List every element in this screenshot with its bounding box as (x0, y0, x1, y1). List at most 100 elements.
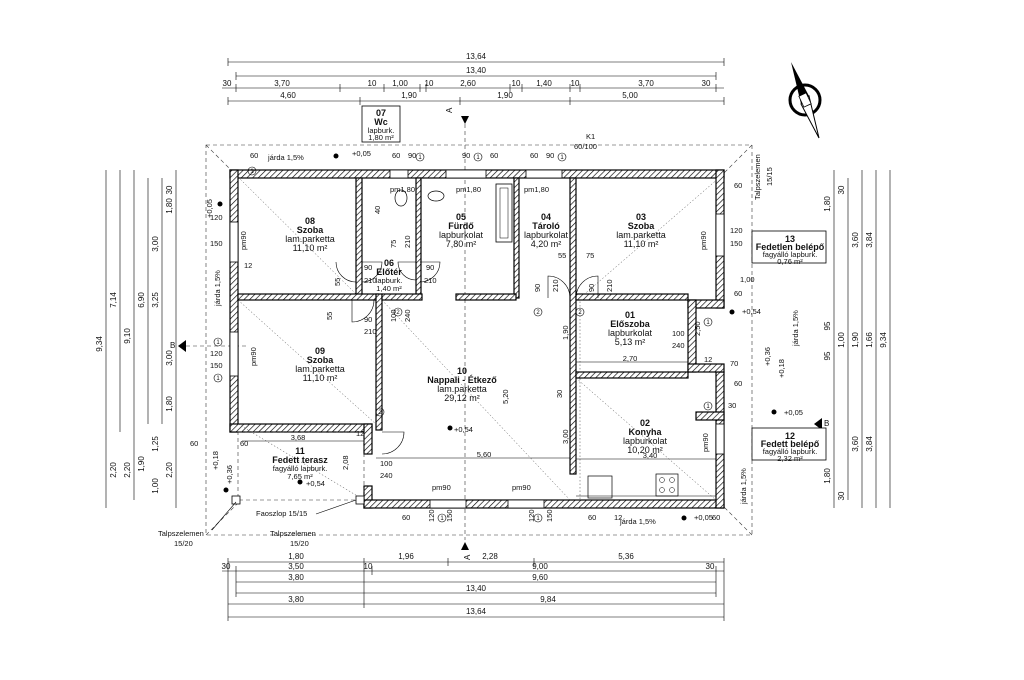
d-240-a: 240 (403, 309, 412, 322)
d-60-i: 60 (240, 439, 248, 448)
d-210-a: 210 (364, 276, 377, 285)
right-dimension-chains: 1,80 1,80 95 95 1,66 1,90 1,00 30 30 3,6… (823, 170, 891, 508)
pm90-room09: pm90 (249, 347, 258, 366)
dim-overall-outer: 13,64 (466, 52, 487, 61)
room-08-num: 08 (305, 216, 315, 226)
room-09-label: 09 Szoba lam.parketta 11,10 m² (295, 346, 345, 383)
section-b-right-label: B (824, 419, 829, 428)
room-09-name: Szoba (307, 355, 334, 365)
section-marker-a-top: A (445, 107, 469, 540)
dim-bot-r1-0: 1,80 (288, 552, 304, 561)
d-120-a: 120 (210, 213, 223, 222)
dim-bot-r2-0: 30 (222, 562, 231, 571)
room-04-area: 4,20 m² (531, 239, 562, 249)
room-08-finish: lam.parketta (285, 234, 335, 244)
d-190-mid: 1,90 (561, 325, 570, 340)
d-90-d: 90 (533, 284, 542, 292)
dim-bot-r2-2: 10 (364, 562, 373, 571)
d-120-e: 120 (527, 509, 536, 522)
d-90-a: 90 (364, 263, 372, 272)
dim-top-r1-6: 10 (512, 79, 521, 88)
dim-top-r1-5: 2,60 (460, 79, 476, 88)
d-150-e: 150 (545, 509, 554, 522)
dim-left-e2: 3,00 (151, 236, 160, 252)
dim-bot-r5-1: 9,84 (540, 595, 556, 604)
room-03-num: 03 (636, 212, 646, 222)
axis-circle-1i: 1 (440, 516, 444, 522)
axis-circle-2c: 2 (578, 310, 582, 316)
d-40: 40 (373, 206, 382, 214)
left-dimension-chains: 9,34 7,14 9,10 6,90 3,25 30 1,80 3,00 3,… (95, 170, 177, 508)
dim-right-c: 3,60 (851, 232, 860, 248)
dim-bot-r3-1: 9,60 (532, 573, 548, 582)
d-55-a: 55 (558, 251, 566, 260)
dim-top-r1-8: 10 (571, 79, 580, 88)
axis-circle-1f: 1 (216, 376, 220, 382)
d-100-c: 100 (380, 459, 393, 468)
d-60-a: 60 (250, 151, 258, 160)
dim-right-e3: 95 (823, 351, 832, 360)
dim-top-r1-9: 3,70 (638, 79, 654, 88)
pm180-wc: pm1,80 (390, 185, 415, 194)
axis-circle-1c: 1 (476, 155, 480, 161)
d-60-l: 60 (712, 513, 720, 522)
d-12-c: 12 (704, 355, 712, 364)
dim-right-e4: 1,66 (865, 332, 874, 348)
section-marker-b-right: B (814, 418, 829, 430)
d-100-a: 100 (389, 309, 398, 322)
dim-right-e0: 1,80 (823, 196, 832, 212)
dim-bot-r1-3: 5,36 (618, 552, 634, 561)
jarda-top: járda 1,5% (267, 153, 304, 162)
dim-right-e6: 1,00 (837, 332, 846, 348)
dim-top-r2-0: 4,60 (280, 91, 296, 100)
dim-top-r2-1: 1,90 (401, 91, 417, 100)
axis-circle-1a: 1 (250, 169, 254, 175)
d-150-c: 150 (730, 239, 743, 248)
fixtures (394, 183, 716, 499)
d-55-b: 55 (333, 278, 342, 286)
d-250: 2,50 (693, 321, 702, 336)
room-01-finish: lapburkolat (608, 328, 653, 338)
doors (335, 261, 599, 455)
dim-left-e7: 1,00 (151, 478, 160, 494)
level-left-036: +0,36 (225, 465, 234, 484)
level-terrace-054: +0,54 (306, 479, 325, 488)
room-diagonals (237, 299, 717, 501)
dim-bot-r5-0: 3,80 (288, 595, 304, 604)
dim-left-overall: 9,34 (95, 336, 104, 352)
room-03-area: 11,10 m² (624, 239, 659, 249)
room-04-num: 04 (541, 212, 551, 222)
d-150-d: 150 (445, 509, 454, 522)
dim-left-b: 9,10 (123, 328, 132, 344)
d-240-c: 240 (380, 471, 393, 480)
level-top: +0,05 (352, 149, 371, 158)
jarda-right-bottom: járda 1,5% (739, 468, 748, 505)
room-05-name: Fürdő (448, 221, 474, 231)
room-09-finish: lam.parketta (295, 364, 345, 374)
dim-top-r1-7: 1,40 (536, 79, 552, 88)
top-row1-ticks (235, 84, 717, 92)
k1-label: K1 (586, 132, 595, 141)
room-08-label: 08 Szoba lam.parketta 11,10 m² (285, 216, 335, 253)
dim-bot-r2-4: 30 (706, 562, 715, 571)
dim-top-r1-3: 1,00 (392, 79, 408, 88)
room-02-name: Konyha (628, 427, 662, 437)
room-13-name: Fedetlen belépő (756, 242, 825, 252)
pm180-bath: pm1,80 (456, 185, 481, 194)
talpszelemen-right: Talpszelemen (753, 154, 762, 200)
d-75-a: 75 (389, 240, 398, 248)
d-60-c: 60 (490, 151, 498, 160)
pm90-room03: pm90 (699, 231, 708, 250)
d-60-b: 60 (392, 151, 400, 160)
room-06-name: Előtér (376, 267, 402, 277)
dim-left-e0: 30 (165, 185, 174, 194)
room-02-area: 10,20 m² (627, 445, 663, 455)
callouts: Talpszelemen 15/15 Talpszelemen 15/20 Ta… (158, 154, 774, 548)
d-12-d: 12 (614, 513, 622, 522)
dim-left-a: 7,14 (109, 292, 118, 308)
dim-bot-r3-0: 3,80 (288, 573, 304, 582)
axis-circle-1b: 1 (418, 155, 422, 161)
d-60-e: 60 (734, 181, 742, 190)
room-12-name: Fedett belépő (761, 439, 820, 449)
